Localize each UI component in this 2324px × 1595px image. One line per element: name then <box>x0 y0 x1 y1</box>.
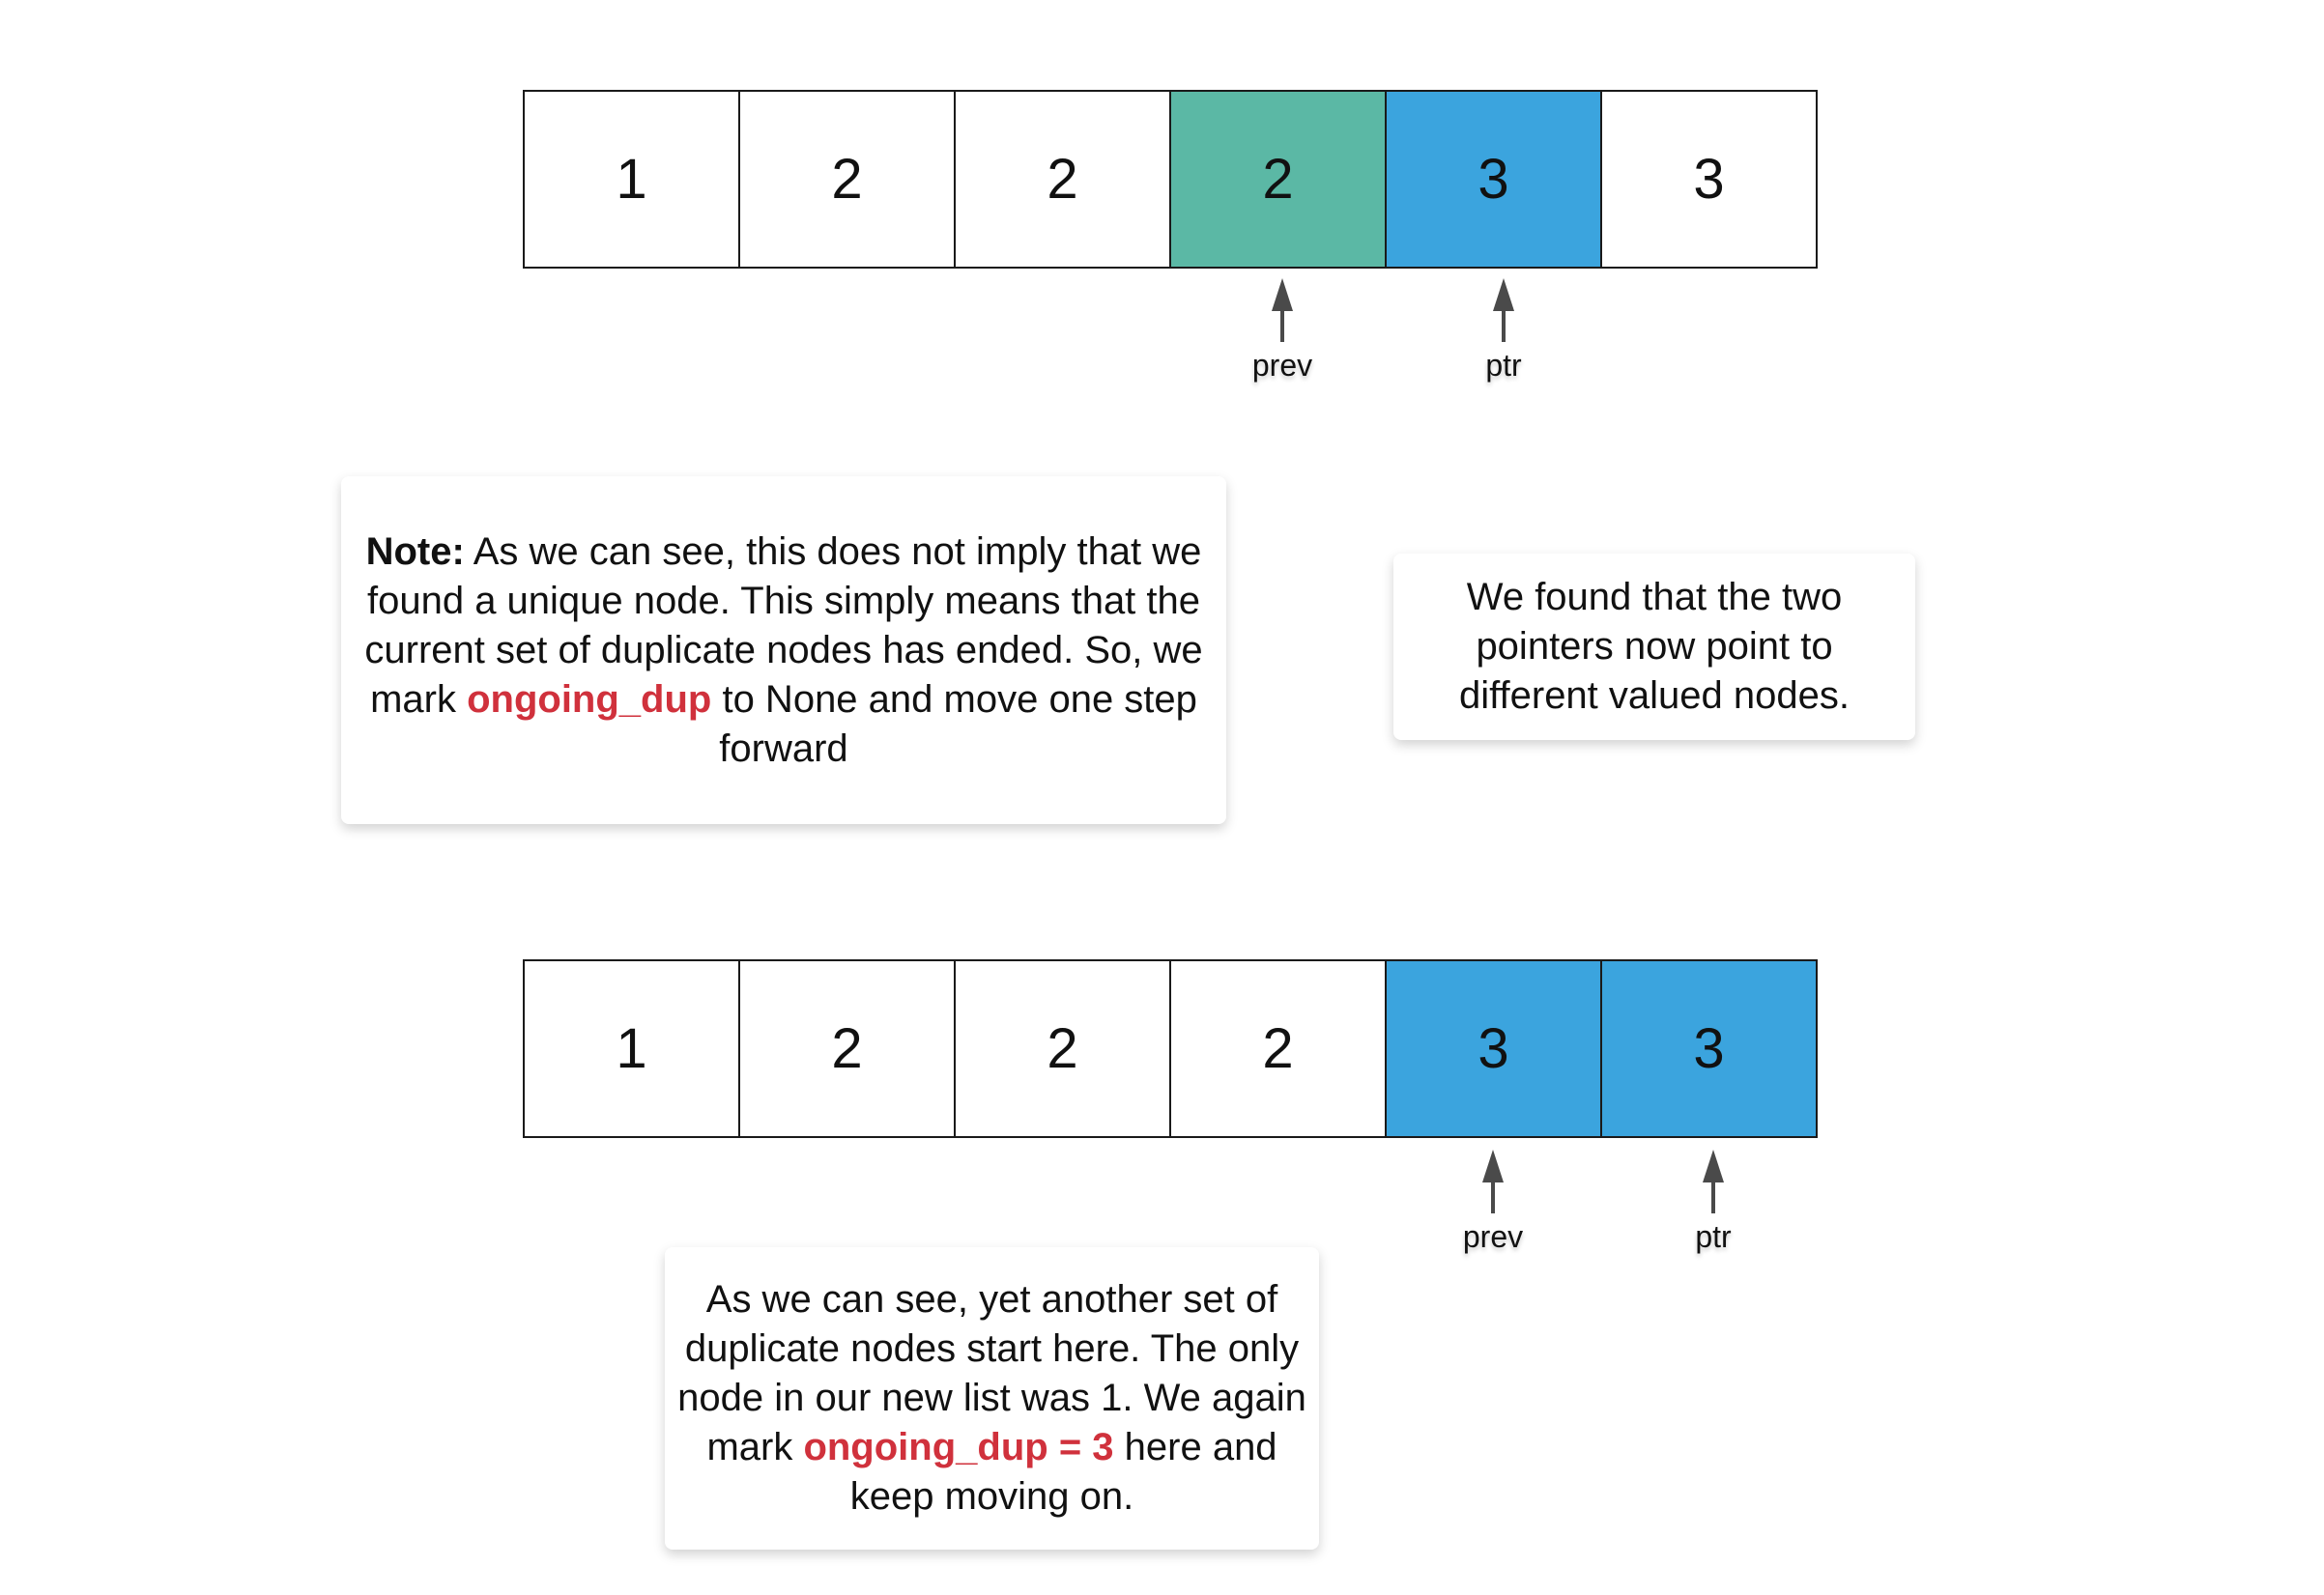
bottom-cell-4: 3 <box>1385 959 1602 1138</box>
found-text: We found that the two pointers now point… <box>1458 576 1850 717</box>
bottom-highlight: ongoing_dup = 3 <box>803 1426 1114 1468</box>
note-text: Note: As we can see, this does not imply… <box>351 527 1217 774</box>
bottom-text-part-2: here and keep moving on. <box>849 1426 1277 1518</box>
top-cell-2: 2 <box>954 90 1171 269</box>
top-cell-1: 2 <box>738 90 956 269</box>
bottom-note-text: As we can see, yet another set of duplic… <box>674 1275 1309 1522</box>
found-box: We found that the two pointers now point… <box>1393 554 1915 740</box>
up-arrow-icon <box>1493 278 1514 342</box>
note-text-part-1: As we can see, this does not imply that … <box>364 529 1203 721</box>
bottom-prev-pointer: prev <box>1435 1150 1551 1255</box>
up-arrow-icon <box>1703 1150 1724 1213</box>
up-arrow-icon <box>1272 278 1293 342</box>
top-cell-3: 2 <box>1169 90 1387 269</box>
bottom-array: 1 2 2 2 3 3 <box>523 959 1822 1138</box>
bottom-text-part-1: As we can see, yet another set of duplic… <box>677 1278 1306 1468</box>
top-cell-0: 1 <box>523 90 740 269</box>
top-cell-4: 3 <box>1385 90 1602 269</box>
top-prev-pointer: prev <box>1224 278 1340 384</box>
pointer-label-ptr: ptr <box>1485 348 1522 383</box>
note-text-part-2: to None and move one step forward <box>711 677 1197 770</box>
note-box: Note: As we can see, this does not imply… <box>341 476 1226 824</box>
top-ptr-pointer: ptr <box>1446 278 1562 384</box>
pointer-label-prev: prev <box>1462 1219 1524 1254</box>
up-arrow-icon <box>1482 1150 1504 1213</box>
note-bold-prefix: Note: <box>365 529 465 573</box>
top-array: 1 2 2 2 3 3 <box>523 90 1822 269</box>
pointer-label-ptr: ptr <box>1695 1219 1732 1254</box>
bottom-note-box: As we can see, yet another set of duplic… <box>665 1247 1319 1550</box>
bottom-cell-0: 1 <box>523 959 740 1138</box>
top-cell-5: 3 <box>1600 90 1818 269</box>
bottom-cell-5: 3 <box>1600 959 1818 1138</box>
bottom-ptr-pointer: ptr <box>1655 1150 1771 1255</box>
bottom-cell-3: 2 <box>1169 959 1387 1138</box>
bottom-cell-1: 2 <box>738 959 956 1138</box>
note-highlight: ongoing_dup <box>467 677 712 721</box>
pointer-label-prev: prev <box>1251 348 1313 383</box>
bottom-cell-2: 2 <box>954 959 1171 1138</box>
